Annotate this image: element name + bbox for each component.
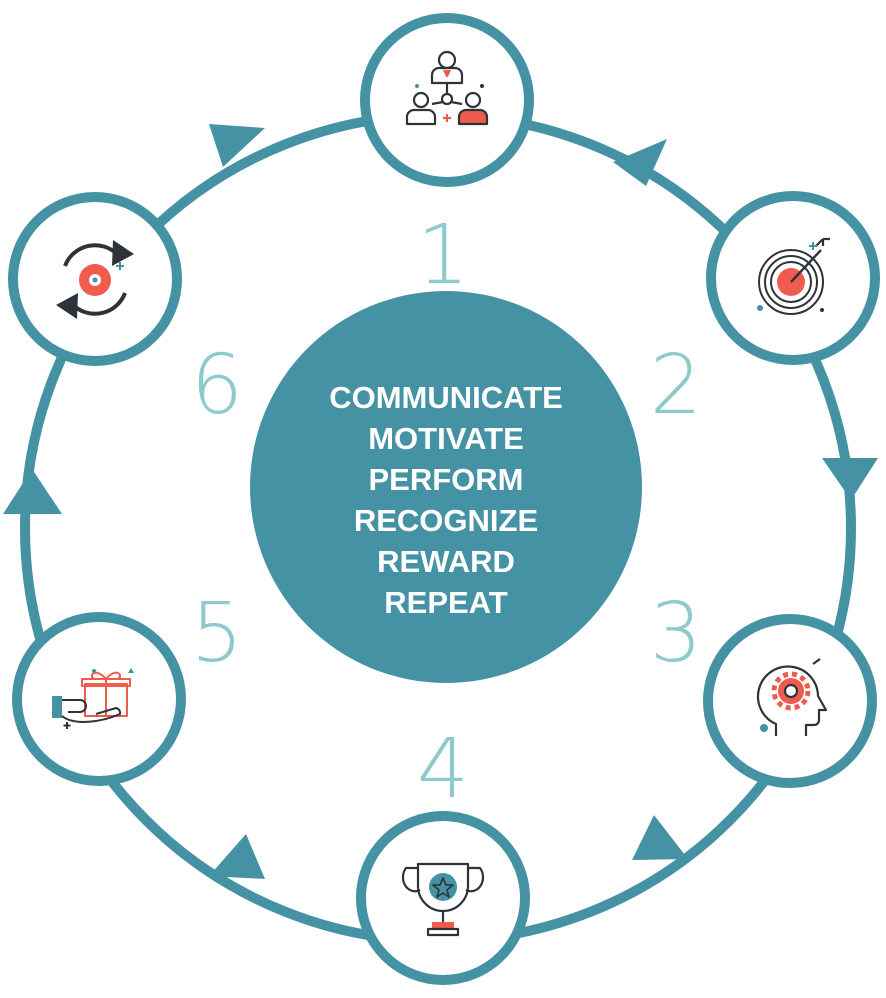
- repeat-cycle-icon: [56, 240, 134, 319]
- center-text-group: COMMUNICATE MOTIVATE PERFORM RECOGNIZE R…: [329, 380, 563, 620]
- target-arrow-icon: [757, 237, 830, 315]
- step-number-2: 2: [650, 338, 702, 433]
- gift-hand-icon: [52, 668, 134, 729]
- step-node-2: [706, 191, 880, 365]
- step-number-4: 4: [417, 722, 469, 817]
- center-line-4: RECOGNIZE: [354, 503, 538, 538]
- trophy-star-icon: [401, 862, 485, 937]
- step-node-5: [12, 612, 186, 786]
- center-line-3: PERFORM: [369, 462, 524, 497]
- center-line-6: REPEAT: [384, 585, 508, 620]
- step-number-1: 1: [417, 208, 469, 303]
- cycle-arrow-2-3: [822, 458, 878, 500]
- step-node-6: [8, 192, 182, 366]
- step-node-4: [356, 811, 530, 985]
- cycle-arrow-1-2: [613, 139, 667, 186]
- center-line-5: REWARD: [377, 544, 515, 579]
- head-gear-icon: [756, 658, 828, 736]
- cycle-arrow-3-4: [632, 815, 688, 860]
- step-number-5: 5: [191, 586, 243, 681]
- cycle-arrow-4-5: [209, 834, 265, 879]
- center-circle: [250, 291, 642, 683]
- center-line-1: COMMUNICATE: [329, 380, 563, 415]
- step-node-3: [703, 614, 877, 788]
- cycle-arrow-5-6: [3, 469, 62, 514]
- team-hierarchy-icon: [405, 50, 489, 126]
- cycle-arrow-6-1: [209, 124, 265, 167]
- step-number-6: 6: [191, 338, 243, 433]
- step-number-3: 3: [650, 586, 702, 681]
- step-node-1: [360, 13, 534, 187]
- center-line-2: MOTIVATE: [368, 421, 524, 456]
